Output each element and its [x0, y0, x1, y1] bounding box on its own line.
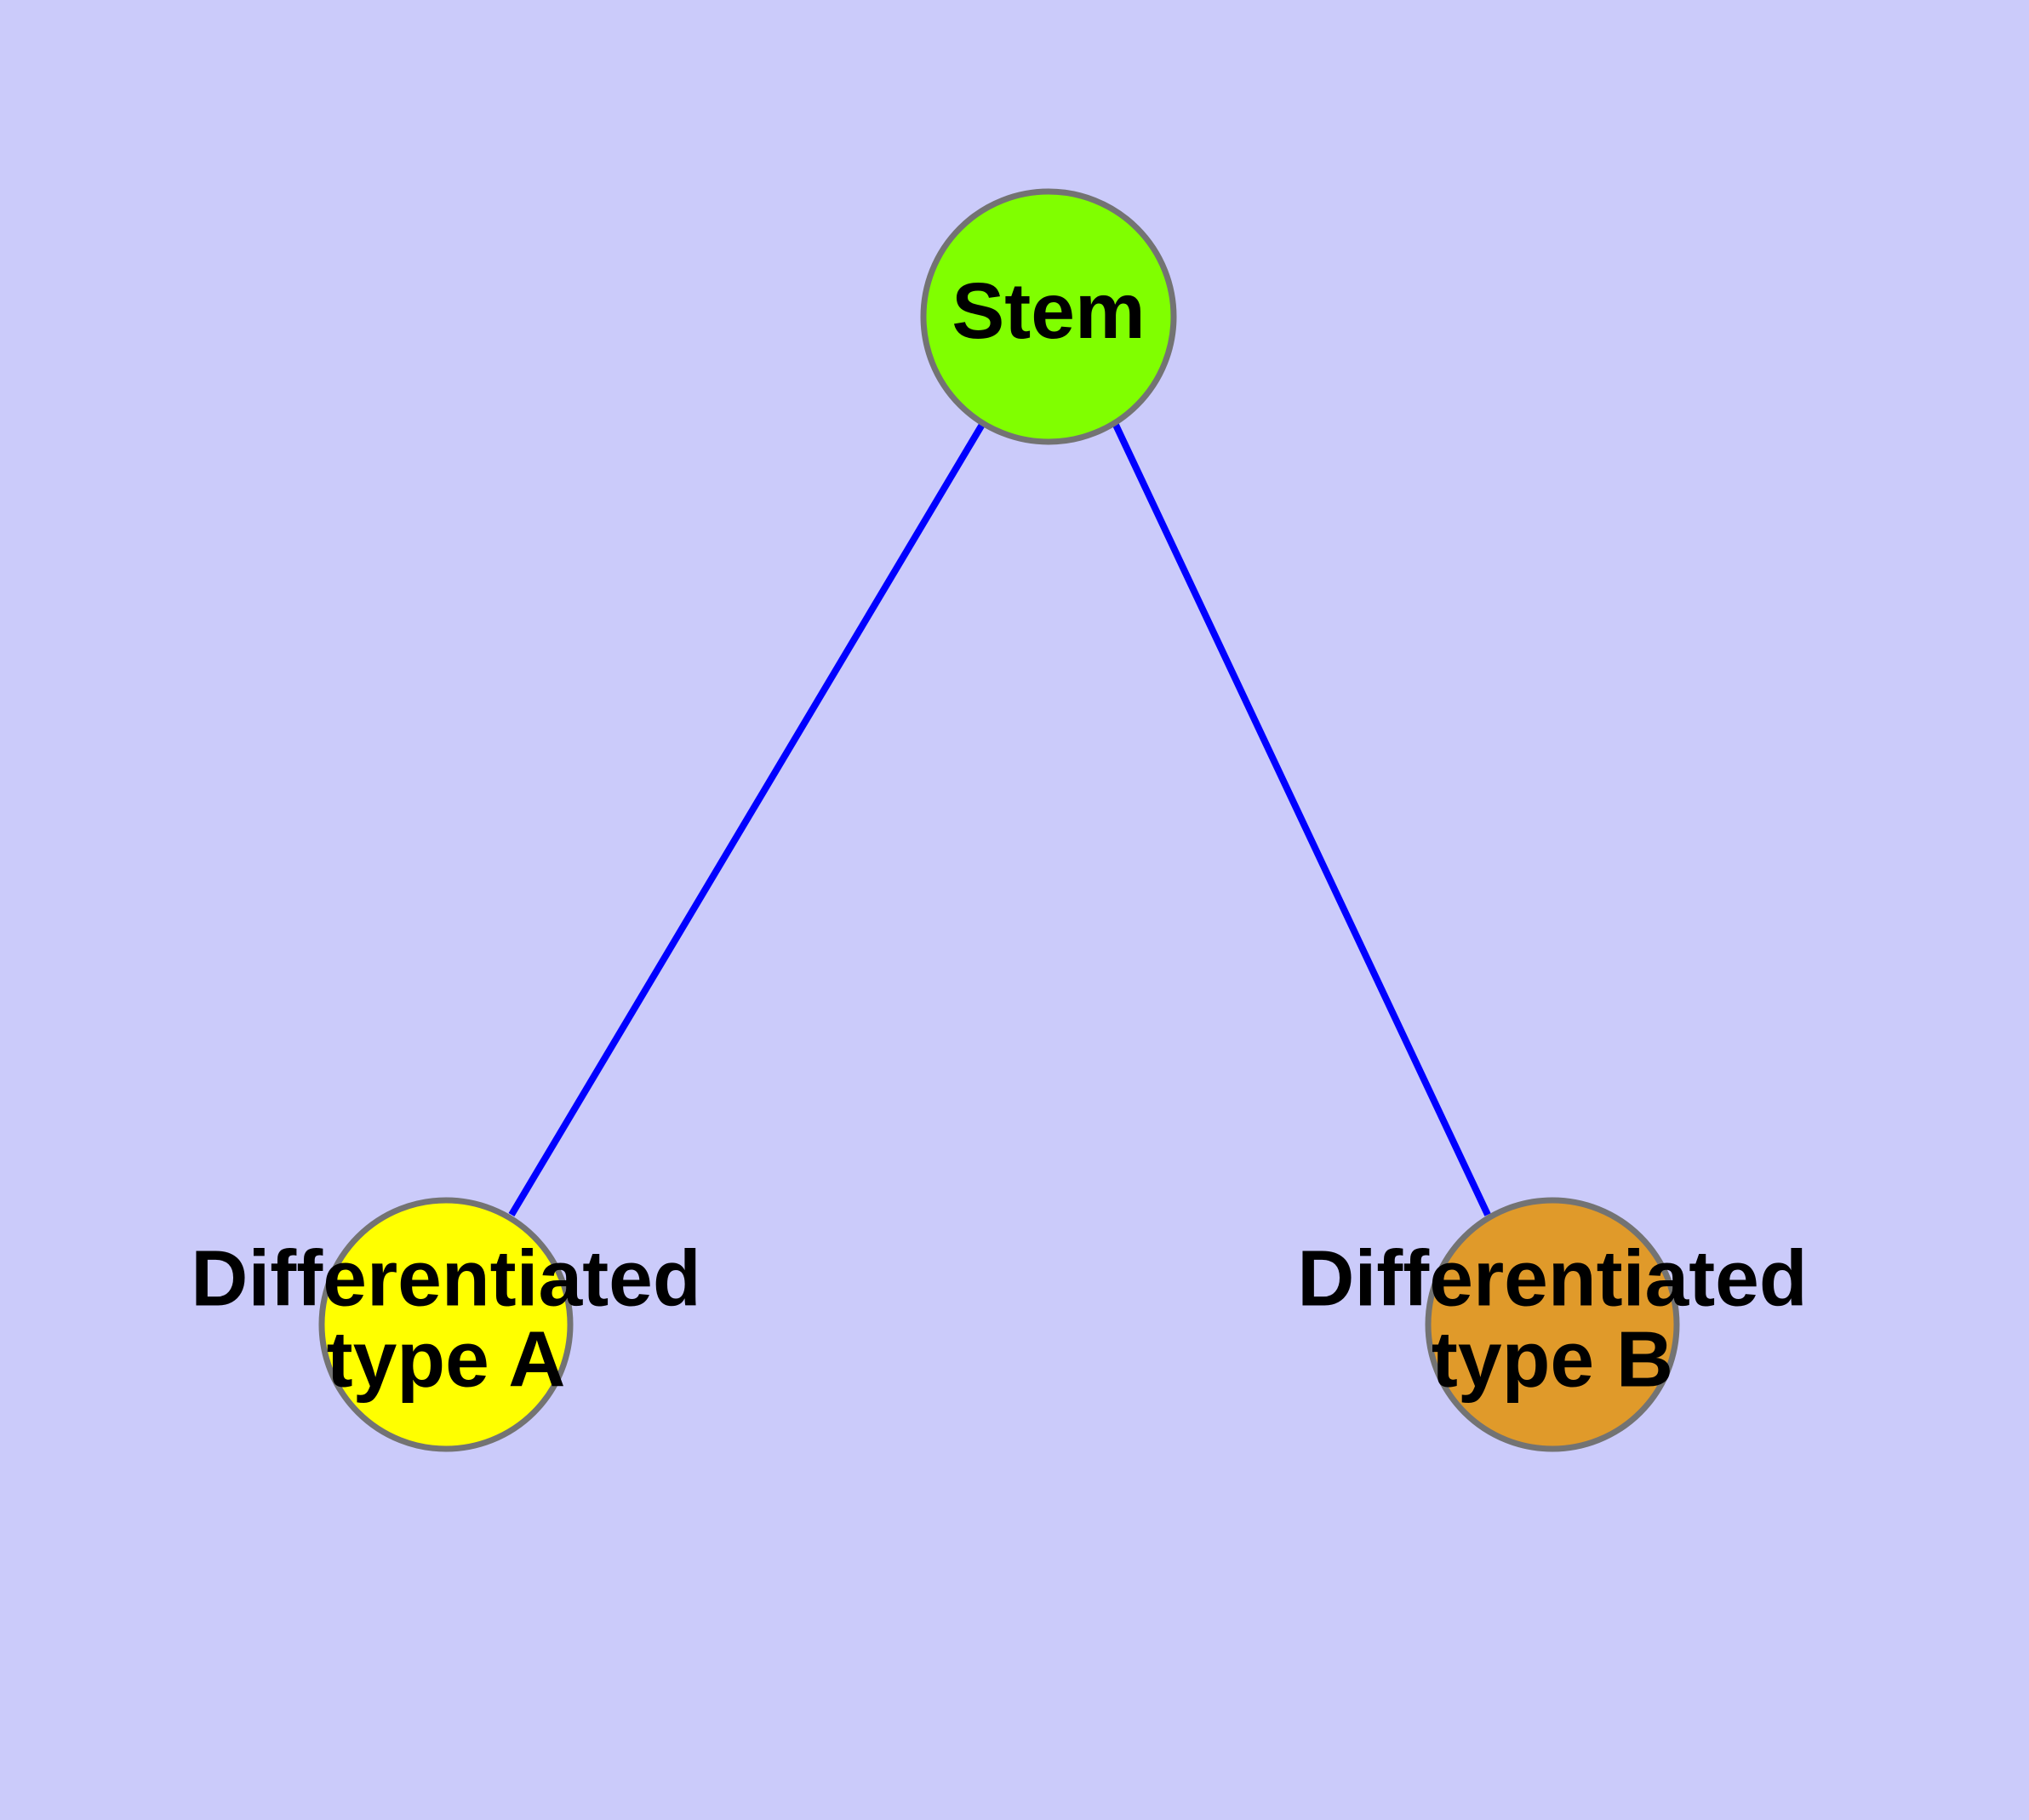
graph-edge-stem-to-diff-a[interactable] — [508, 421, 986, 1217]
graph-node-label-line: Differentiated — [191, 1233, 700, 1322]
graph-node-label-line: type B — [1432, 1314, 1673, 1403]
graph-node-label-line: Stem — [952, 266, 1145, 355]
graph-node-label-line: Differentiated — [1297, 1233, 1807, 1322]
graph-node-stem[interactable] — [920, 188, 1177, 445]
graph-edge-stem-to-diff-b[interactable] — [1112, 421, 1491, 1216]
graph-node-diff_b[interactable] — [1425, 1197, 1680, 1452]
graph-node-diff_a[interactable] — [318, 1197, 574, 1452]
edges-layer — [508, 421, 1491, 1217]
graph-node-label-line: type A — [327, 1314, 566, 1403]
graph-node-label-stem: Stem — [952, 266, 1145, 355]
nodes-layer — [318, 188, 1680, 1452]
